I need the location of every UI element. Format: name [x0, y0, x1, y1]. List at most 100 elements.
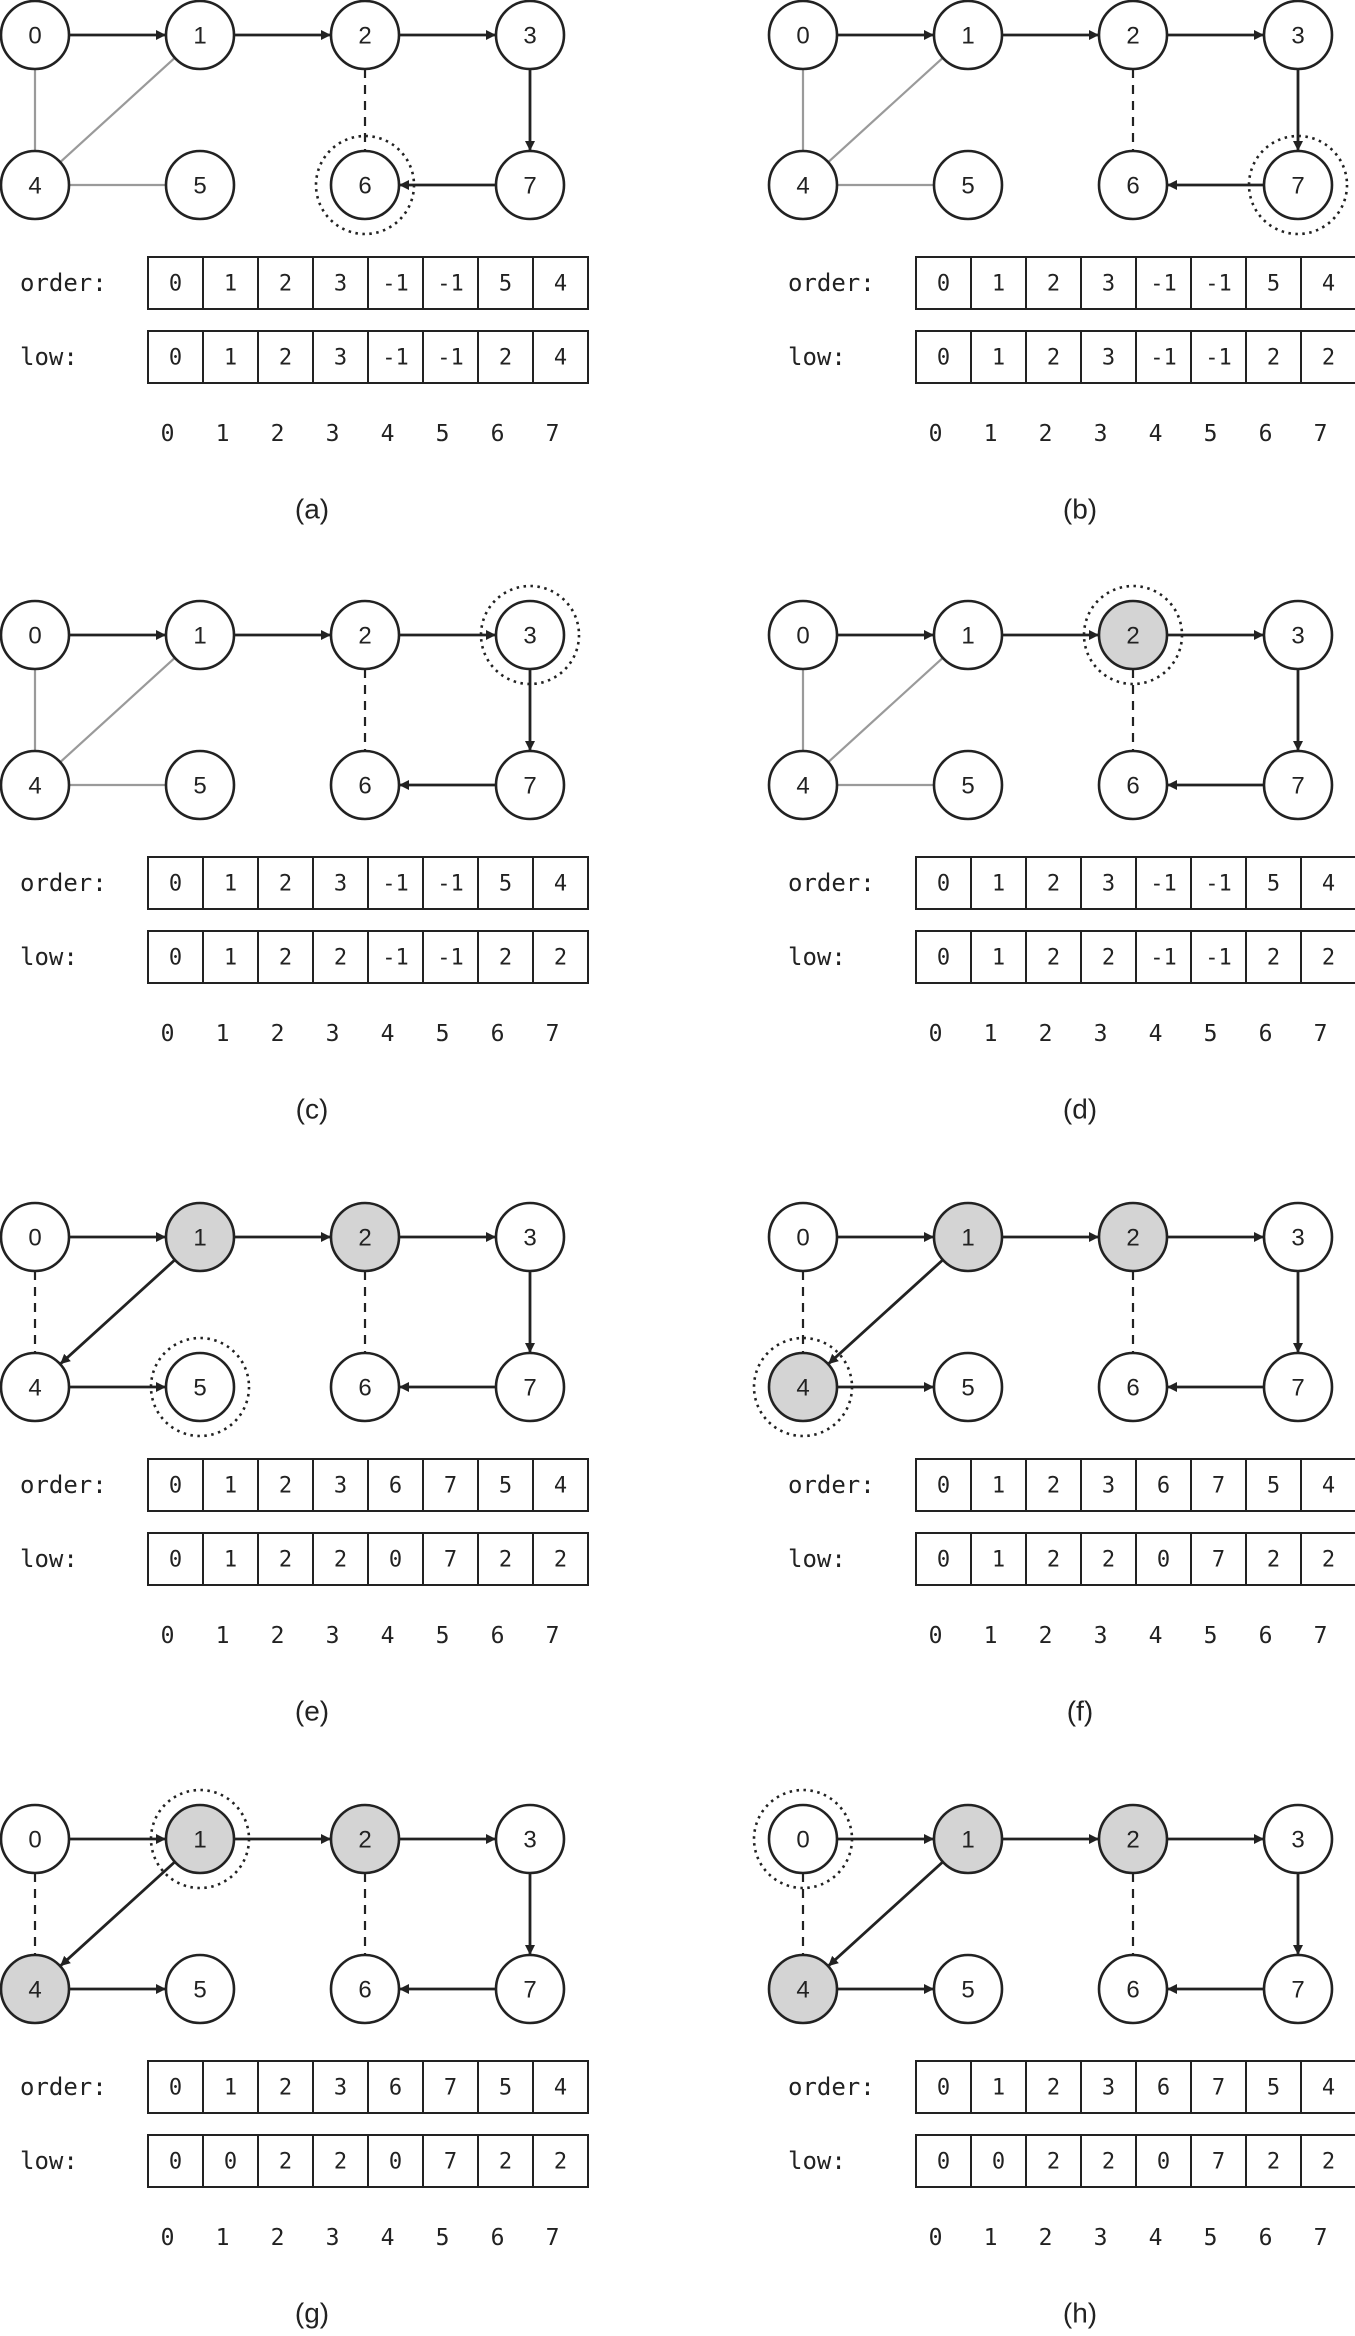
order-value-0: 0 — [937, 1474, 950, 1499]
node-1 — [932, 599, 1004, 671]
index-2: 2 — [271, 1021, 285, 1047]
node-label-5: 5 — [961, 773, 974, 800]
order-cell — [1300, 1458, 1355, 1512]
node-label-1: 1 — [961, 1827, 974, 1854]
node-6 — [329, 1351, 401, 1423]
index-4: 4 — [1149, 2225, 1163, 2251]
index-5: 5 — [1204, 421, 1218, 447]
node-label-6: 6 — [358, 1375, 371, 1402]
order-value-7: 4 — [1322, 872, 1335, 897]
order-value-6: 5 — [499, 872, 512, 897]
node-4 — [767, 749, 839, 821]
node-3 — [494, 1803, 566, 1875]
index-3: 3 — [326, 1623, 340, 1649]
index-3: 3 — [326, 2225, 340, 2251]
low-cell — [532, 330, 589, 384]
order-cell — [1245, 256, 1302, 310]
node-label-4: 4 — [28, 773, 41, 800]
node-label-3: 3 — [1291, 1827, 1304, 1854]
low-cell — [532, 930, 589, 984]
low-cell — [367, 1532, 424, 1586]
node-label-5: 5 — [193, 773, 206, 800]
low-value-4: 0 — [1157, 1548, 1170, 1573]
node-label-1: 1 — [961, 623, 974, 650]
low-value-5: 7 — [444, 1548, 457, 1573]
order-value-4: 6 — [389, 1474, 402, 1499]
order-cell — [257, 256, 314, 310]
order-value-5: 7 — [444, 1474, 457, 1499]
low-value-7: 2 — [1322, 2150, 1335, 2175]
low-cell — [1190, 330, 1247, 384]
low-value-1: 1 — [224, 1548, 237, 1573]
node-4 — [0, 149, 71, 221]
node-label-7: 7 — [523, 773, 536, 800]
node-label-3: 3 — [523, 1225, 536, 1252]
low-cell — [532, 2134, 589, 2188]
node-5 — [164, 1953, 236, 2025]
index-0: 0 — [161, 2225, 175, 2251]
order-cell — [257, 2060, 314, 2114]
low-value-5: -1 — [1205, 946, 1232, 971]
node-1 — [932, 1803, 1004, 1875]
low-cell — [1025, 2134, 1082, 2188]
order-label: order: — [20, 1471, 107, 1499]
panel-caption: (g) — [295, 2298, 329, 2329]
index-4: 4 — [381, 421, 395, 447]
order-value-0: 0 — [169, 2076, 182, 2101]
node-2 — [1097, 1803, 1169, 1875]
order-cell — [970, 256, 1027, 310]
node-6 — [329, 149, 401, 221]
index-5: 5 — [1204, 1021, 1218, 1047]
panel-caption: (d) — [1063, 1094, 1097, 1125]
index-1: 1 — [216, 421, 230, 447]
order-value-5: -1 — [437, 272, 464, 297]
order-cell — [147, 856, 204, 910]
order-cell — [202, 856, 259, 910]
low-value-6: 2 — [1267, 946, 1280, 971]
order-value-6: 5 — [499, 1474, 512, 1499]
order-value-3: 3 — [1102, 2076, 1115, 2101]
node-7 — [494, 1351, 566, 1423]
low-cell — [477, 930, 534, 984]
low-value-7: 2 — [554, 2150, 567, 2175]
low-cell — [1080, 930, 1137, 984]
order-cell — [532, 856, 589, 910]
order-value-0: 0 — [937, 2076, 950, 2101]
order-cell — [1300, 2060, 1355, 2114]
index-3: 3 — [1094, 1623, 1108, 1649]
index-6: 6 — [491, 421, 505, 447]
node-4 — [767, 149, 839, 221]
low-value-4: 0 — [389, 1548, 402, 1573]
node-5 — [164, 1351, 236, 1423]
undirected-edge-1-4 — [59, 657, 176, 763]
node-0 — [0, 1201, 71, 1273]
order-cell — [915, 2060, 972, 2114]
index-7: 7 — [546, 421, 560, 447]
order-value-2: 2 — [1047, 2076, 1060, 2101]
order-value-1: 1 — [992, 872, 1005, 897]
order-value-0: 0 — [169, 872, 182, 897]
order-value-1: 1 — [224, 1474, 237, 1499]
low-value-2: 2 — [1047, 2150, 1060, 2175]
index-5: 5 — [436, 1623, 450, 1649]
order-cell — [915, 256, 972, 310]
node-4 — [767, 1953, 839, 2025]
node-label-6: 6 — [358, 173, 371, 200]
node-label-5: 5 — [193, 173, 206, 200]
order-cell — [1025, 2060, 1082, 2114]
index-5: 5 — [436, 1021, 450, 1047]
order-value-4: -1 — [382, 272, 409, 297]
node-label-7: 7 — [1291, 1375, 1304, 1402]
node-label-2: 2 — [1126, 23, 1139, 50]
order-cell — [257, 856, 314, 910]
low-label: low: — [20, 943, 78, 971]
node-1 — [932, 1201, 1004, 1273]
low-cell — [915, 930, 972, 984]
low-value-5: -1 — [1205, 346, 1232, 371]
order-value-6: 5 — [1267, 272, 1280, 297]
low-cell — [1190, 1532, 1247, 1586]
low-value-6: 2 — [1267, 1548, 1280, 1573]
node-label-0: 0 — [796, 1827, 809, 1854]
